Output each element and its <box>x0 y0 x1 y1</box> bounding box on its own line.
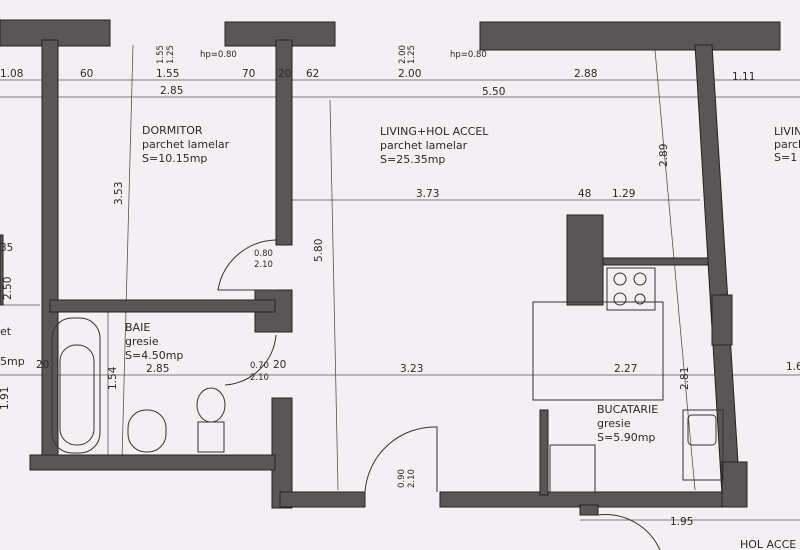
dimension-label: hp=0.80 <box>450 50 487 60</box>
dimension-label: 2.27 <box>614 363 637 375</box>
dimension-label: hp=0.80 <box>200 50 237 60</box>
doors <box>217 239 661 550</box>
door-width: 0.80 <box>254 249 273 259</box>
room-name: BUCATARIE <box>597 403 658 416</box>
dimension-label: 3.53 <box>113 182 125 205</box>
door-height: 2.10 <box>407 469 417 488</box>
dimension-label: 1.11 <box>732 71 755 83</box>
dimension-label: 48 <box>578 188 591 200</box>
room-area: S=25.35mp <box>380 153 445 166</box>
dimension-label: 1.29 <box>612 188 635 200</box>
dimension-label: 60 <box>80 68 93 80</box>
dimension-label: 62 <box>306 68 319 80</box>
dimension-label: 0.70 <box>250 361 269 371</box>
sink <box>127 409 167 453</box>
dimension-label: 1.55 <box>156 68 179 80</box>
dimension-label: 1.08 <box>0 68 23 80</box>
stove <box>606 267 656 311</box>
partial-label: S=1 <box>774 151 797 164</box>
dimension-labels: 1.08 60 1.55 70 20 62 2.00 2.88 1.11 1.5… <box>0 45 800 528</box>
room-floor: gresie <box>597 417 631 430</box>
door-width: 0.90 <box>397 469 407 488</box>
dimension-label: 1.6 <box>786 361 800 373</box>
room-area: S=4.50mp <box>125 349 183 362</box>
room-area: S=10.15mp <box>142 152 207 165</box>
dimension-label: 3.23 <box>400 363 423 375</box>
dimension-label: 1.91 <box>0 387 11 410</box>
dimension-label: 5.80 <box>313 239 325 262</box>
dimension-label: 2.89 <box>658 144 670 167</box>
dimension-label: 1.25 <box>407 45 417 64</box>
dimension-label: 2.85 <box>146 363 169 375</box>
room-name: LIVING+HOL ACCEL <box>380 125 489 138</box>
dimension-label: 2.81 <box>679 367 691 390</box>
dimension-label: 2.00 <box>398 68 421 80</box>
partial-label: LIVIN <box>774 125 800 138</box>
room-area: S=5.90mp <box>597 431 655 444</box>
door-height: 2.10 <box>254 260 273 270</box>
fixtures <box>51 267 724 493</box>
room-dormitor: DORMITOR parchet lamelar S=10.15mp <box>142 124 230 165</box>
dimension-label: 1.95 <box>670 516 693 528</box>
dimension-label: 35 <box>0 242 13 254</box>
partial-label: HOL ACCE <box>740 538 796 550</box>
room-name: DORMITOR <box>142 124 203 137</box>
room-living: LIVING+HOL ACCEL parchet lamelar S=25.35… <box>380 125 489 166</box>
dimension-label: 3.73 <box>416 188 439 200</box>
room-floor: parchet lamelar <box>142 138 230 151</box>
room-floor: gresie <box>125 335 159 348</box>
dimension-label: 2.88 <box>574 68 597 80</box>
partial-label: 5mp <box>0 355 25 368</box>
dimension-label: 2.50 <box>2 277 14 300</box>
dimension-label: 2.00 <box>398 45 408 64</box>
dimension-label: 1.25 <box>166 45 176 64</box>
room-baie: BAIE gresie S=4.50mp <box>125 321 183 362</box>
dimension-label: 20 <box>273 359 286 371</box>
toilet <box>196 387 226 423</box>
dimension-label: 70 <box>242 68 255 80</box>
dimension-label: 5.50 <box>482 86 505 98</box>
dimension-lines <box>0 44 800 521</box>
kitchen-sink <box>682 409 724 481</box>
dimension-label: 1.54 <box>107 366 119 390</box>
dimension-label: 2.85 <box>160 85 183 97</box>
dimension-label: 20 <box>36 359 49 371</box>
partial-labels: LIVIN parch S=1 et 5mp HOL ACCE <box>0 125 800 550</box>
room-floor: parchet lamelar <box>380 139 468 152</box>
bathtub <box>51 317 101 454</box>
door-height: 2.10 <box>250 373 269 383</box>
dimension-label: 1.55 <box>156 45 166 64</box>
walls <box>0 19 781 516</box>
room-bucatarie: BUCATARIE gresie S=5.90mp <box>597 403 658 444</box>
partial-label: et <box>0 325 12 338</box>
partial-label: parch <box>774 138 800 151</box>
room-name: BAIE <box>125 321 150 334</box>
dimension-label: 20 <box>278 68 291 80</box>
